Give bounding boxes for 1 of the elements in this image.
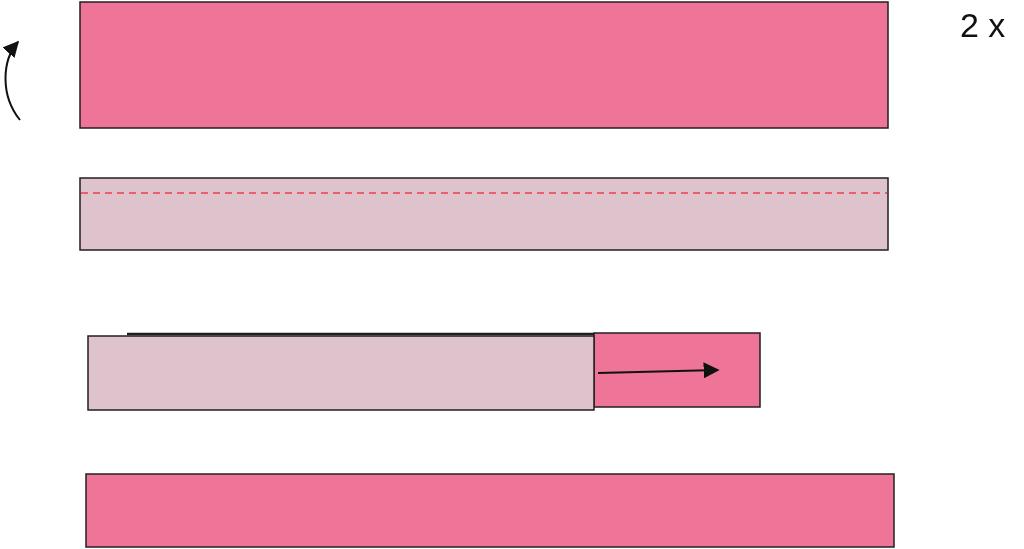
quantity-label: 2 x xyxy=(960,6,1006,45)
